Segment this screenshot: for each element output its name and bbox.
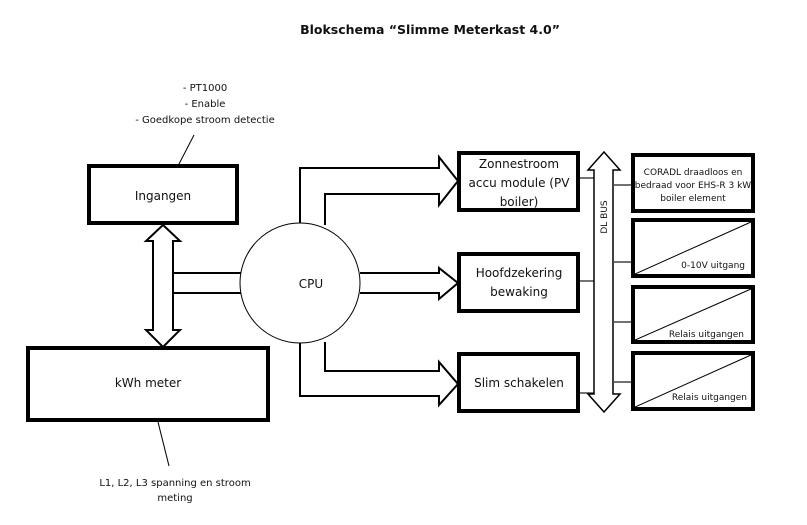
diagram-title: Blokschema “Slimme Meterkast 4.0”: [300, 22, 560, 37]
cpu-label: CPU: [299, 277, 323, 291]
zonnestroom-label-line: boiler): [500, 195, 539, 209]
kwh-note-line: meting: [157, 493, 192, 504]
inputs-note: - PT1000 - Enable - Goedkope stroom dete…: [135, 83, 275, 126]
kwh-meter-label: kWh meter: [115, 376, 181, 390]
inputs-note-line: - PT1000: [183, 83, 227, 94]
bus-module-0-10v: 0-10V uitgang: [631, 218, 755, 278]
dl-bus-label: DL BUS: [600, 200, 610, 234]
kwh-note-line: L1, L2, L3 spanning en stroom: [99, 478, 250, 489]
bus-module-relais-2: Relais uitgangen: [631, 351, 755, 411]
hoofdzekering-block: [457, 252, 580, 313]
bus-module-diagonal: [634, 288, 752, 341]
ingangen-label: Ingangen: [135, 189, 191, 203]
bus-module-label: CORADL draadloos en: [644, 168, 743, 178]
kwh-meter-block: [26, 346, 270, 422]
bus-module-box: [631, 285, 755, 344]
bus-module-diagonal: [634, 354, 752, 408]
cpu-to-hoofdzekering-arrow: [360, 265, 460, 302]
bus-module-relais-1: Relais uitgangen: [631, 285, 755, 344]
inputs-note-line: - Goedkope stroom detectie: [135, 115, 275, 126]
bus-module-label: bedraad voor EHS-R 3 kW: [635, 181, 751, 191]
inputs-note-leader: [177, 134, 195, 167]
cpu-block: [239, 222, 361, 344]
zonnestroom-label-line: accu module (PV: [469, 176, 571, 190]
slim-schakelen-block: [457, 352, 580, 413]
bus-module-label: 0-10V uitgang: [681, 261, 745, 271]
slim-schakelen-label: Slim schakelen: [474, 376, 564, 390]
bus-module-coradl: CORADL draadloos en bedraad voor EHS-R 3…: [631, 153, 755, 213]
bus-module-label: boiler element: [660, 194, 726, 204]
kwh-note: L1, L2, L3 spanning en stroom meting: [99, 478, 250, 504]
cpu-to-slim-schakelen-arrow: [299, 342, 460, 408]
dl-bus-arrow: [586, 150, 622, 414]
bus-module-label: Relais uitgangen: [672, 393, 747, 403]
inputs-note-line: - Enable: [185, 99, 226, 110]
ingangen-block: [87, 164, 239, 225]
io-to-cpu-connector: [173, 272, 242, 294]
bus-module-box: [631, 153, 755, 213]
cpu-to-zonnestroom-arrow: [299, 154, 460, 225]
hoofdzekering-label-line: Hoofdzekering: [476, 266, 563, 280]
ingangen-kwh-double-arrow: [143, 223, 183, 349]
bus-module-diagonal: [634, 221, 752, 275]
kwh-note-leader: [157, 421, 170, 467]
zonnestroom-label-line: Zonnestroom: [479, 157, 559, 171]
hoofdzekering-label-line: bewaking: [490, 285, 548, 299]
bus-module-label: Relais uitgangen: [669, 330, 744, 340]
zonnestroom-block: [457, 151, 580, 212]
